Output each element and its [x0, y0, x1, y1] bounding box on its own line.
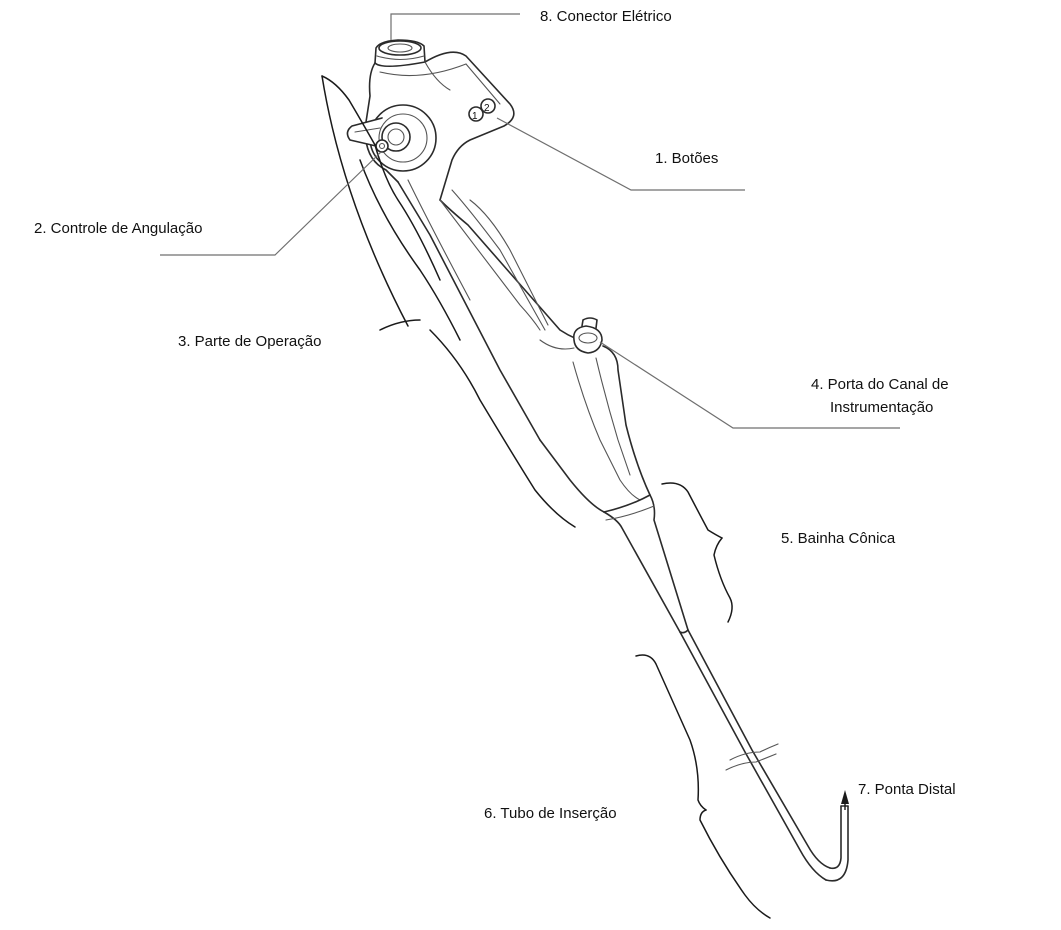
- lower-body: [540, 346, 650, 512]
- distal-tip-label: 7. Ponta Distal: [858, 781, 956, 798]
- leader-lines: [160, 14, 900, 428]
- handle: [398, 180, 595, 440]
- electrical-connector-label: 8. Conector Elétrico: [540, 8, 672, 25]
- button-2-label: 2: [484, 103, 490, 114]
- conical-sheath-label: 5. Bainha Cônica: [781, 530, 896, 547]
- angulation-leader: [160, 152, 381, 255]
- connector-leader: [391, 14, 520, 40]
- insertion-tube-brace: [636, 655, 770, 918]
- operation-part-brace: [322, 76, 575, 527]
- instrument-port-label-line1: 4. Porta do Canal de: [811, 376, 949, 393]
- insertion-tube-label: 6. Tubo de Inserção: [484, 805, 617, 822]
- insertion-tube: [680, 630, 848, 881]
- button-1-label: 1: [472, 111, 478, 122]
- conical-sheath: [604, 495, 688, 633]
- angulation-control-label: 2. Controle de Angulação: [34, 220, 202, 237]
- electrical-connector: [375, 40, 425, 63]
- conical-sheath-brace: [662, 483, 732, 622]
- endoscope-illustration: 1 2: [347, 40, 849, 881]
- operation-part-label: 3. Parte de Operação: [178, 333, 321, 350]
- buttons-label: 1. Botões: [655, 150, 718, 167]
- control-buttons: 1 2: [469, 99, 495, 122]
- instrument-port-label-line2: Instrumentação: [830, 399, 933, 416]
